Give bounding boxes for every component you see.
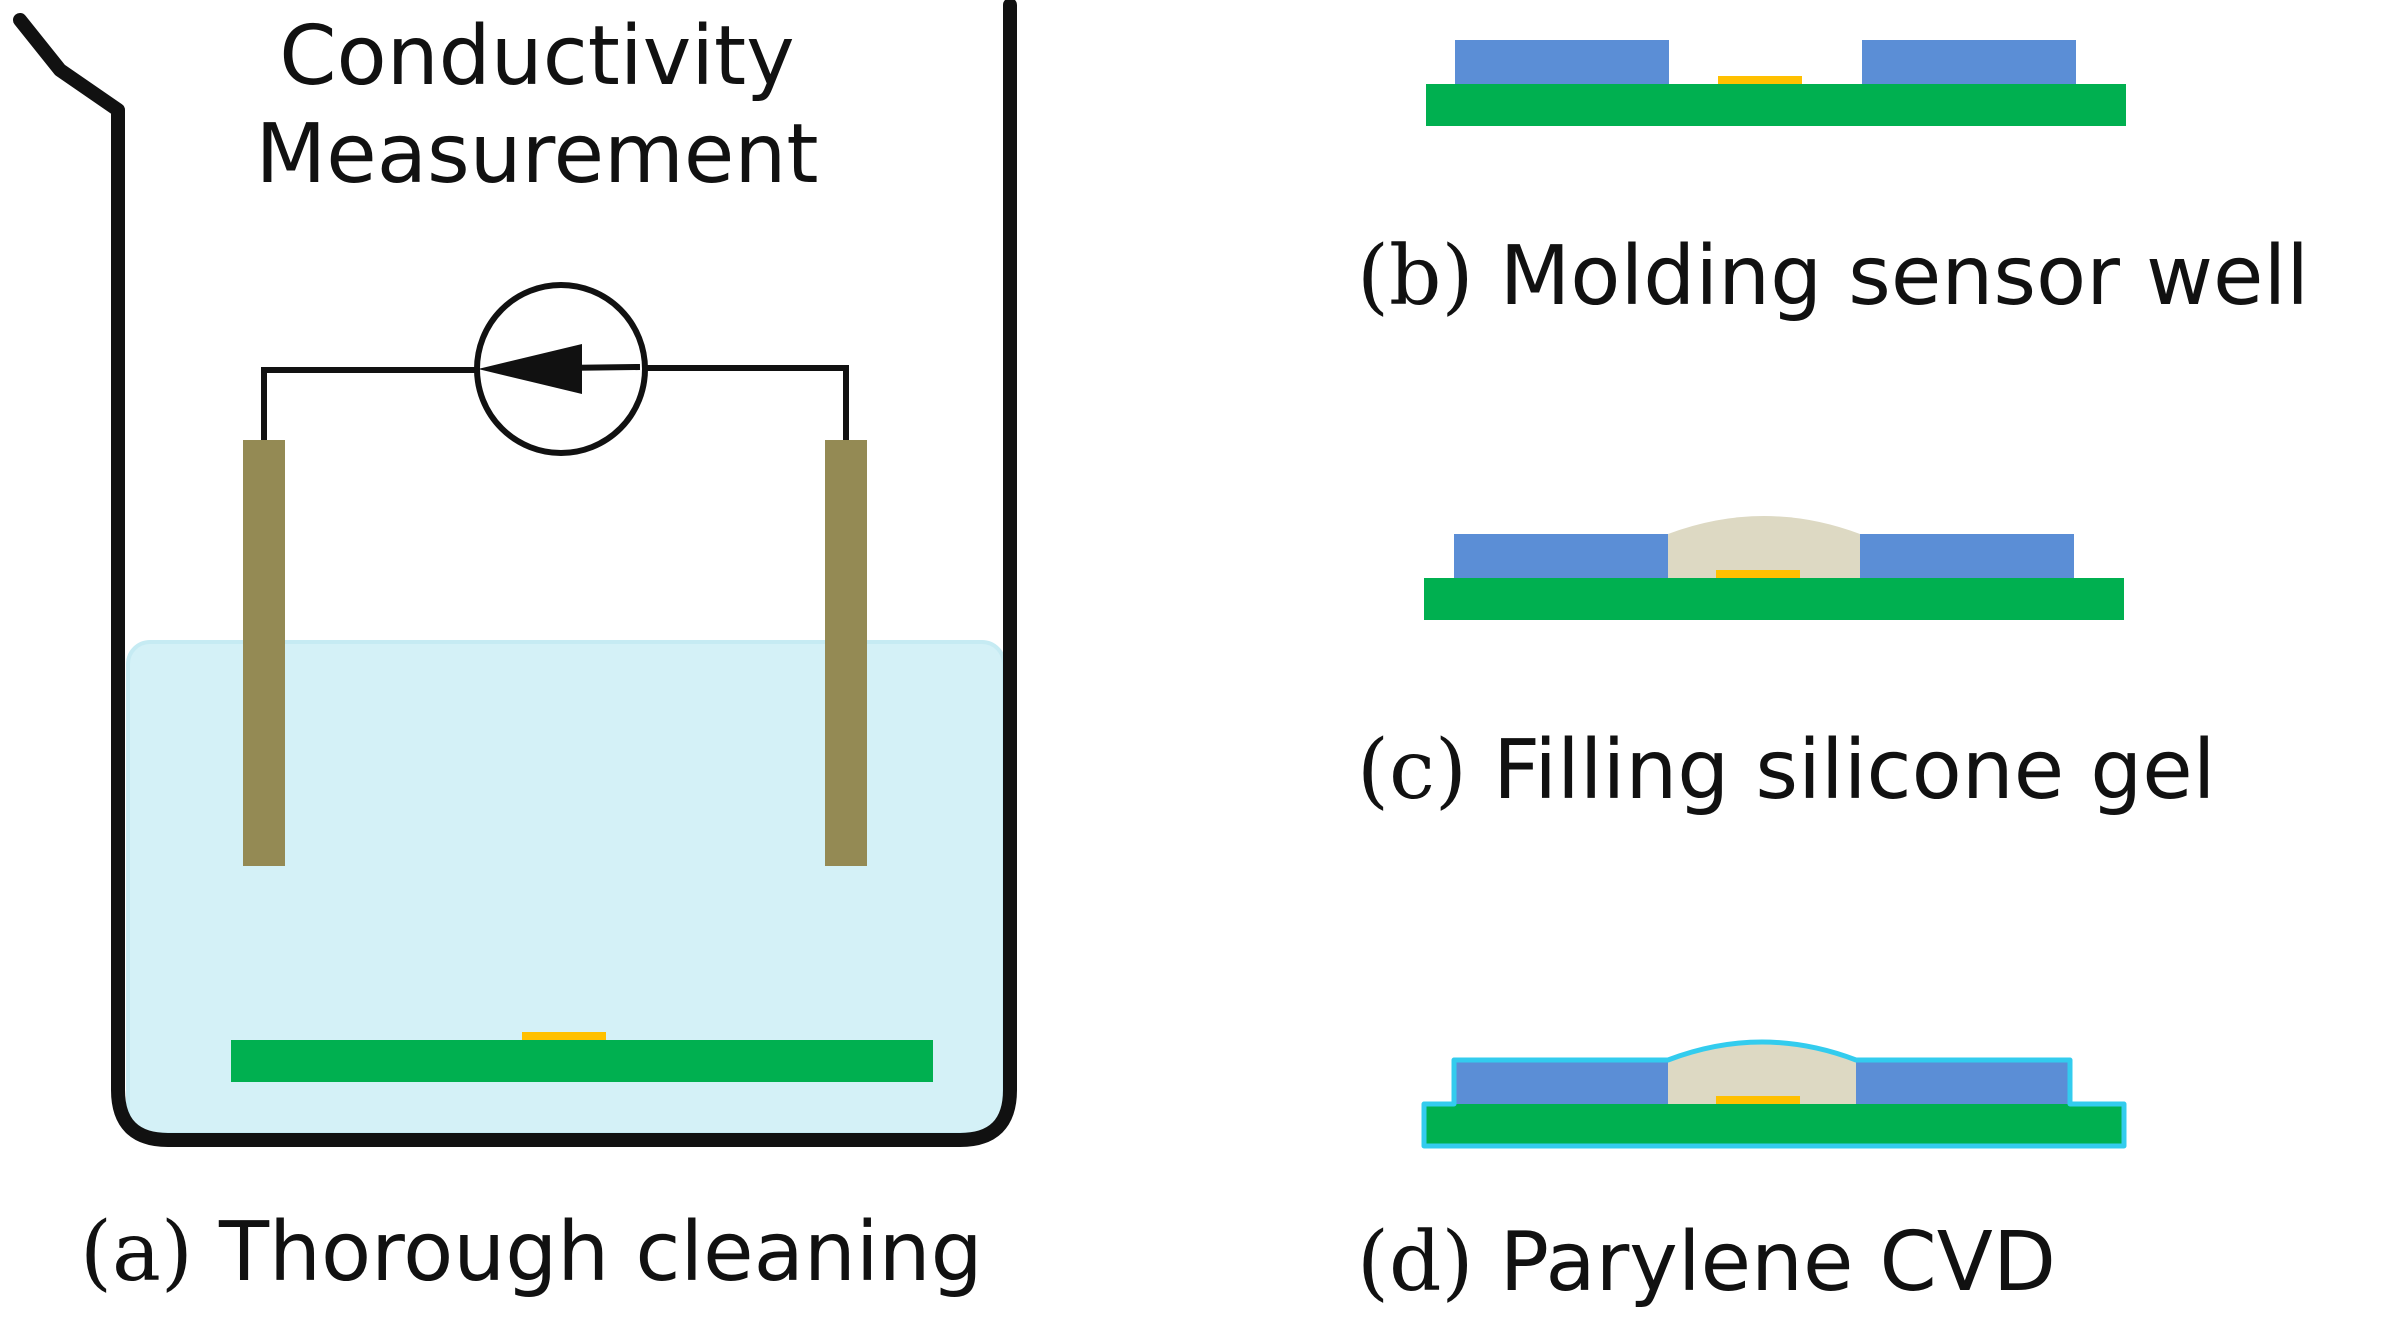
panel-c-mold-left	[1454, 534, 1668, 578]
panel-a-title-line1: Conductivity	[279, 9, 795, 104]
panel-b-mold-right	[1862, 40, 2076, 84]
panel-b-letter: (b)	[1357, 229, 1474, 324]
panel-a-title: Conductivity Measurement	[187, 8, 887, 205]
panel-d-mold-left	[1454, 1060, 1668, 1104]
panel-b-sensor	[1718, 76, 1802, 84]
panel-d-substrate	[1424, 1104, 2124, 1146]
right-wire	[642, 365, 849, 440]
panel-b-caption-text: Molding sensor well	[1499, 229, 2310, 324]
panel-d-diagram	[1421, 1039, 2127, 1149]
panel-a-letter: (a)	[80, 1205, 193, 1300]
panel-b-substrate	[1426, 84, 2126, 126]
meter-arrow-head	[478, 344, 582, 394]
panel-a-caption-text: Thorough cleaning	[218, 1205, 983, 1300]
panel-a-beaker-setup	[13, 0, 1017, 1147]
panel-c-mold-right	[1860, 534, 2074, 578]
panel-b-diagram	[1426, 40, 2126, 126]
right-electrode	[825, 440, 867, 866]
panel-c-sensor	[1716, 570, 1800, 578]
panel-c-substrate	[1424, 578, 2124, 620]
panel-d-letter: (d)	[1357, 1215, 1474, 1310]
panel-d-mold-right	[1856, 1060, 2070, 1104]
left-wire	[261, 367, 480, 440]
substrate-in-beaker	[231, 1040, 933, 1082]
beaker-outline	[13, 0, 1017, 1147]
left-electrode	[243, 440, 285, 866]
panel-a-caption: (a) Thorough cleaning	[80, 1212, 983, 1294]
panel-a-title-line2: Measurement	[255, 107, 819, 203]
panel-d-caption: (d) Parylene CVD	[1357, 1222, 2056, 1304]
panel-d-silicone-gel	[1668, 1042, 1856, 1104]
panel-d-caption-text: Parylene CVD	[1499, 1215, 2057, 1310]
sensor-chip-in-beaker	[522, 1032, 606, 1040]
panel-c-silicone-gel	[1668, 516, 1860, 578]
panel-c-caption: (c) Filling silicone gel	[1357, 730, 2216, 812]
panel-c-diagram	[1424, 516, 2124, 620]
panel-c-letter: (c)	[1357, 723, 1467, 818]
panel-d-sensor	[1716, 1096, 1800, 1104]
panel-d-parylene-coating	[1421, 1039, 2127, 1149]
panel-b-mold-left	[1455, 40, 1669, 84]
panel-b-caption: (b) Molding sensor well	[1357, 236, 2309, 318]
panel-c-caption-text: Filling silicone gel	[1493, 723, 2216, 818]
